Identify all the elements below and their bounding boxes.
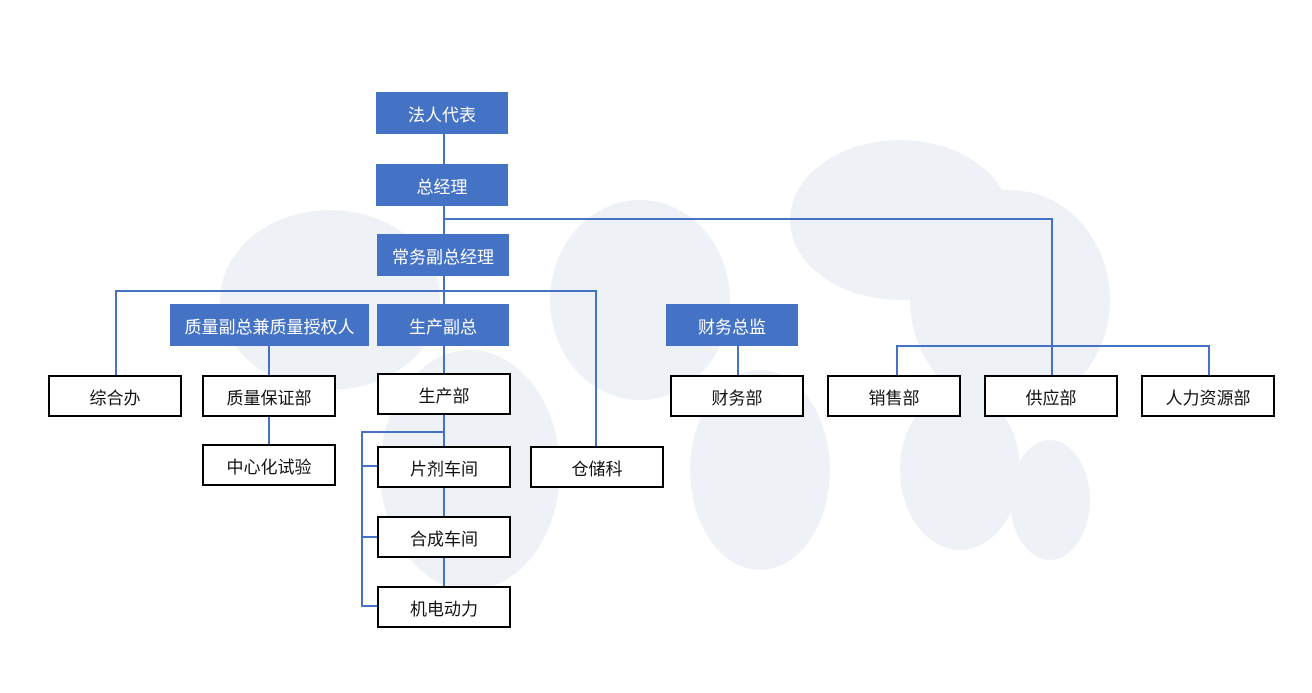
node-central-lab: 中心化试验: [202, 444, 336, 486]
node-storage: 仓储科: [530, 446, 664, 488]
node-qa-department: 质量保证部: [202, 375, 336, 417]
node-legal-representative: 法人代表: [376, 92, 508, 134]
node-hr-department: 人力资源部: [1141, 375, 1275, 417]
node-production-department: 生产部: [377, 373, 511, 415]
node-general-office: 综合办: [48, 375, 182, 417]
node-production-vp: 生产副总: [377, 304, 509, 346]
node-executive-vice-gm: 常务副总经理: [377, 234, 509, 276]
node-electromechanical: 机电动力: [377, 586, 511, 628]
node-tablet-workshop: 片剂车间: [377, 446, 511, 488]
node-cfo: 财务总监: [666, 304, 798, 346]
node-sales-department: 销售部: [827, 375, 961, 417]
node-finance-department: 财务部: [670, 375, 804, 417]
node-general-manager: 总经理: [376, 164, 508, 206]
node-quality-vp: 质量副总兼质量授权人: [170, 304, 369, 346]
node-synthesis-workshop: 合成车间: [377, 516, 511, 558]
node-supply-department: 供应部: [984, 375, 1118, 417]
